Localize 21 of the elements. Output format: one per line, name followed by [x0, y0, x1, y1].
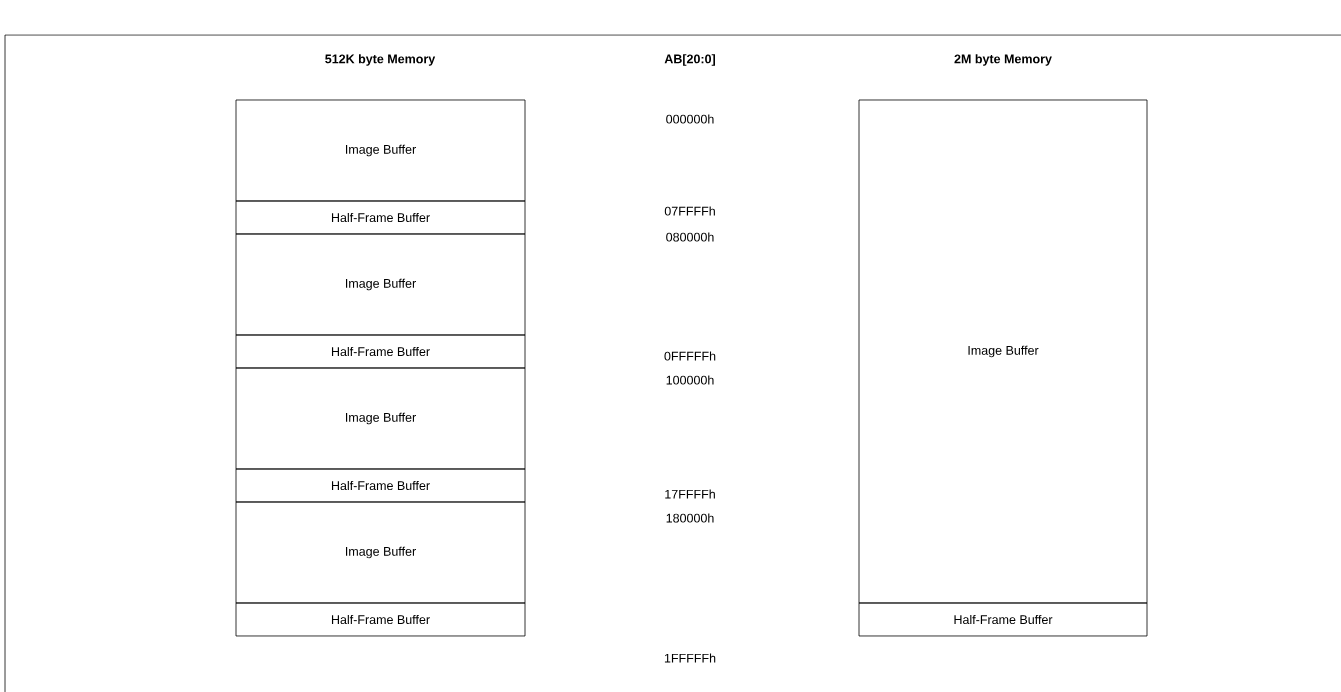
column-heading: 2M byte Memory — [954, 54, 1052, 66]
buffer-box: Image Buffer — [235, 367, 526, 470]
address-label: 000000h — [666, 114, 714, 124]
column-heading: 512K byte Memory — [325, 54, 436, 66]
buffer-box: Image Buffer — [858, 99, 1148, 604]
buffer-box: Half-Frame Buffer — [235, 200, 526, 235]
address-label: 07FFFFh — [664, 206, 715, 216]
buffer-box: Half-Frame Buffer — [858, 602, 1148, 637]
address-label: 080000h — [666, 232, 714, 242]
buffer-box: Image Buffer — [235, 99, 526, 202]
buffer-box: Image Buffer — [235, 501, 526, 604]
buffer-box: Half-Frame Buffer — [235, 334, 526, 369]
column-heading: AB[20:0] — [664, 54, 715, 66]
address-label: 180000h — [666, 513, 714, 523]
address-label: 1FFFFFh — [664, 653, 716, 663]
buffer-box: Half-Frame Buffer — [235, 602, 526, 637]
buffer-box: Image Buffer — [235, 233, 526, 336]
buffer-box: Half-Frame Buffer — [235, 468, 526, 503]
address-label: 100000h — [666, 375, 714, 385]
address-label: 0FFFFFh — [664, 351, 716, 361]
address-label: 17FFFFh — [665, 489, 715, 499]
